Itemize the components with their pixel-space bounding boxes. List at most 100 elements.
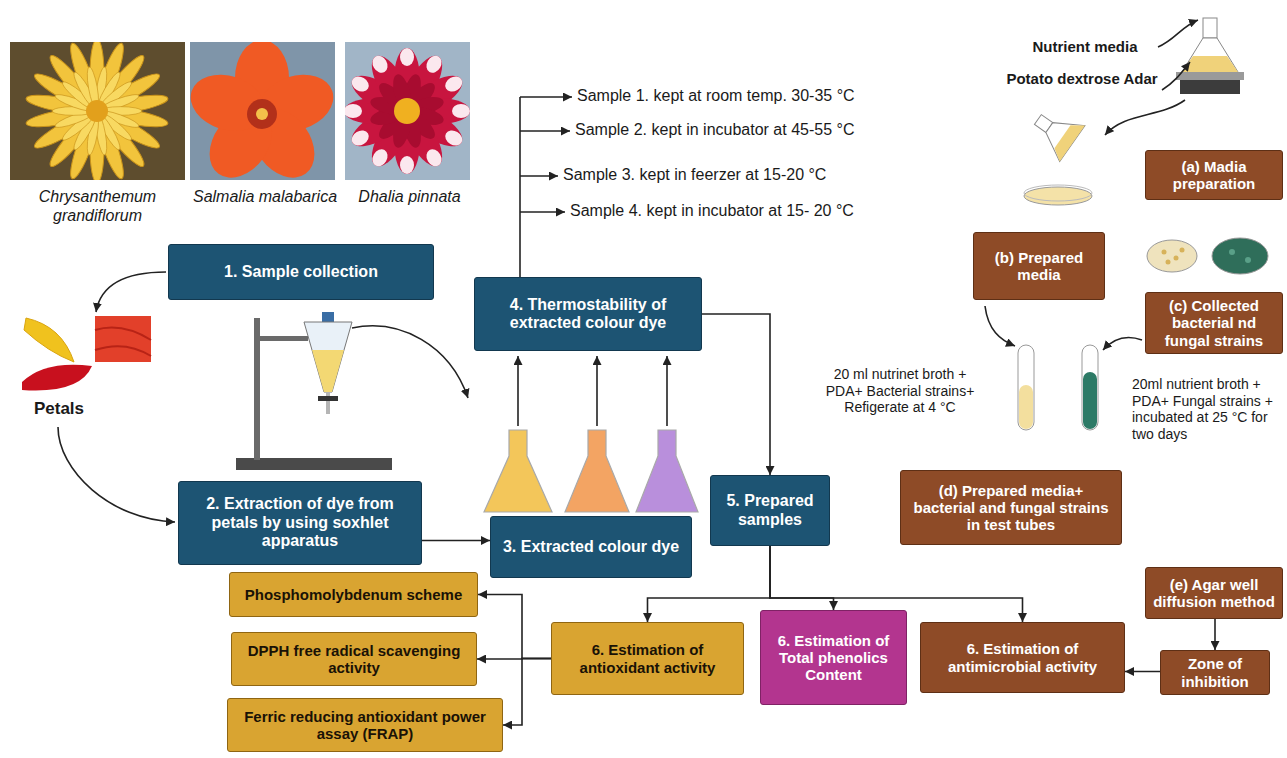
- strain-plates: [1147, 240, 1197, 272]
- flower-photo: [247, 99, 277, 129]
- pouring-flask: [1050, 119, 1085, 162]
- strain-plates: [1229, 249, 1235, 255]
- strain-plates: [1174, 256, 1179, 261]
- method-box: DPPH free radical scavenging activity: [231, 632, 477, 686]
- branch-arrows: [519, 97, 521, 277]
- flow-arrow: [596, 356, 598, 426]
- soxhlet-apparatus: [236, 312, 392, 470]
- media-flask: [1182, 38, 1238, 72]
- soxhlet-apparatus: [312, 350, 344, 392]
- box-label: 5. Prepared samples: [718, 492, 822, 529]
- process-box: 2. Extraction of dye from petals by usin…: [178, 481, 422, 565]
- image-caption: Petals: [14, 399, 104, 419]
- petal-images: [95, 328, 151, 356]
- method-box: 6. Estimation of antioxidant activity: [551, 622, 744, 695]
- dye-flasks: [565, 430, 629, 512]
- box-label: DPPH free radical scavenging activity: [239, 642, 469, 677]
- pouring-flask: [1025, 101, 1085, 161]
- media-label: Nutrient media: [1010, 38, 1160, 56]
- test-tubes: [1019, 385, 1033, 429]
- flow-arrow: [985, 306, 1142, 350]
- flower-photo: [190, 42, 335, 180]
- branch-arrows: [520, 130, 570, 132]
- microbial-step-box: (d) Prepared media+ bacterial and fungal…: [900, 470, 1122, 545]
- soxhlet-apparatus: [304, 322, 352, 392]
- soxhlet-apparatus: [258, 336, 308, 341]
- box-label: (e) Agar well diffusion method: [1153, 576, 1275, 611]
- branch-arrows: [520, 175, 558, 177]
- box-label: (b) Prepared media: [981, 249, 1097, 284]
- petri-plate: [1024, 185, 1092, 205]
- flower-photo: [256, 108, 268, 120]
- soxhlet-apparatus: [318, 396, 338, 401]
- media-flask: [1182, 56, 1238, 72]
- flow-connector: [1125, 671, 1160, 673]
- flow-arrow: [1158, 20, 1198, 47]
- box-label: Phosphomolybdenum scheme: [245, 586, 463, 603]
- sample-condition: Sample 2. kept in incubator at 45-55 °C: [575, 121, 854, 140]
- media-flask: [1176, 72, 1244, 80]
- strain-plates: [1162, 250, 1167, 255]
- microbial-step-box: (b) Prepared media: [973, 232, 1105, 300]
- flower-photo: [345, 48, 470, 174]
- flower-photo: [361, 65, 454, 158]
- flow-arrow: [517, 356, 519, 426]
- petal-images: [22, 365, 92, 391]
- process-box: 5. Prepared samples: [710, 475, 830, 546]
- flow-arrow: [518, 356, 667, 426]
- species-name: Salmalia malabarica: [190, 188, 340, 207]
- pouring-flask: [1037, 110, 1085, 162]
- box-label: 2. Extraction of dye from petals by usin…: [186, 495, 414, 550]
- test-tubes: [1018, 345, 1034, 430]
- flow-connector: [770, 546, 1023, 622]
- branch-arrows: [520, 211, 565, 213]
- flower-photo: [190, 42, 335, 180]
- branch-arrows: [520, 97, 572, 277]
- strain-plates: [1245, 257, 1251, 263]
- flower-photo: [45, 59, 149, 162]
- box-label: 6. Estimation of antimicrobial activity: [928, 640, 1117, 675]
- microbial-step-box: (a) Madia preparation: [1145, 150, 1283, 200]
- box-label: Zone of inhibition: [1168, 655, 1262, 690]
- dye-flasks: [484, 430, 552, 512]
- process-box: 6. Estimation of Total phenolics Content: [760, 610, 907, 705]
- microbial-step-box: (e) Agar well diffusion method: [1145, 567, 1283, 619]
- flower-photo: [394, 98, 420, 124]
- branch-arrows: [520, 96, 572, 98]
- microbial-step-box: Zone of inhibition: [1160, 650, 1270, 695]
- box-label: 4. Thermostability of extracted colour d…: [482, 296, 694, 333]
- flower-photo: [345, 48, 470, 174]
- test-tubes: [1083, 372, 1097, 429]
- petri-plate: [1024, 185, 1092, 201]
- media-flask: [1180, 80, 1240, 94]
- dye-flasks: [636, 430, 698, 512]
- flower-photo: [345, 42, 470, 180]
- dye-flasks: [484, 430, 698, 512]
- microbial-step-box: 6. Estimation of antimicrobial activity: [920, 622, 1125, 693]
- flow-arrow: [1103, 338, 1142, 350]
- sample-condition: Sample 4. kept in incubator at 15- 20 °C: [570, 202, 854, 221]
- sample-condition: Sample 1. kept at room temp. 30-35 °C: [577, 87, 855, 106]
- flow-arrow: [1105, 20, 1198, 135]
- petal-images: [24, 318, 74, 362]
- microbial-step-box: (c) Collected bacterial nd fungal strain…: [1145, 292, 1283, 354]
- flow-connector: [422, 540, 490, 542]
- flow-connector: [648, 546, 771, 622]
- media-flask: [1203, 18, 1217, 38]
- species-name: Dhalia pinnata: [342, 188, 477, 207]
- flow-arrow: [1105, 100, 1185, 135]
- box-label: 6. Estimation of antioxidant activity: [559, 641, 736, 676]
- procedure-note: 20 ml nutrinet broth + PDA+ Bacterial st…: [822, 366, 978, 416]
- test-tubes: [1018, 345, 1098, 430]
- strain-plates: [1212, 238, 1268, 274]
- media-flask: [1176, 18, 1244, 94]
- process-box: 1. Sample collection: [168, 244, 434, 300]
- flow-arrow: [58, 427, 175, 522]
- flow-connector: [1214, 619, 1216, 650]
- box-label: 6. Estimation of Total phenolics Content: [768, 632, 899, 684]
- soxhlet-apparatus: [326, 392, 330, 414]
- soxhlet-apparatus: [322, 312, 334, 322]
